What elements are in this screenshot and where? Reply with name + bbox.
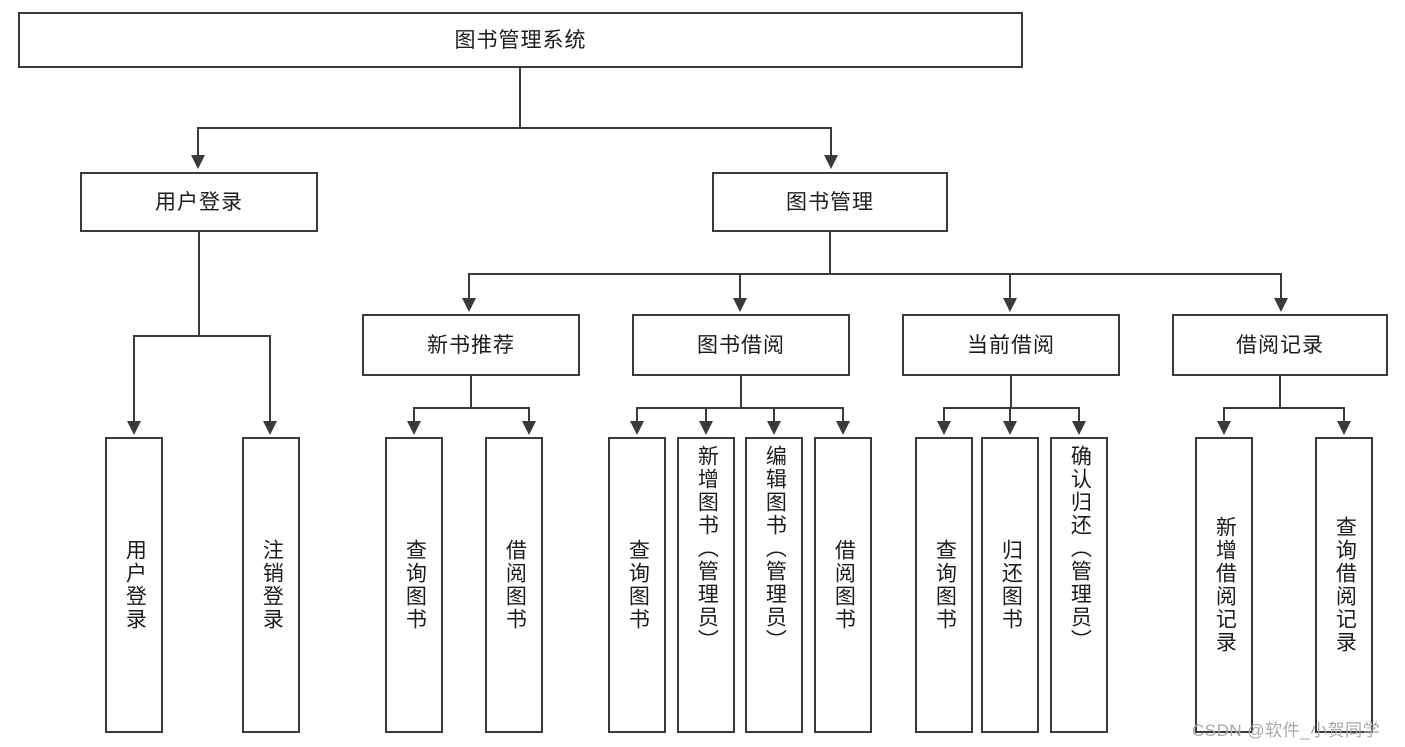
arrow-book-manage-child-2 <box>733 298 747 312</box>
leaf-current-borrow-return-book[interactable]: 归还图书 <box>981 437 1039 733</box>
node-label: 新增借阅记录 <box>1213 516 1237 654</box>
leaf-current-borrow-query-book[interactable]: 查询图书 <box>915 437 973 733</box>
node-label: 图书管理 <box>786 190 874 214</box>
arrow-book-manage-child-4 <box>1274 298 1288 312</box>
arrow-borrow-record-child-2 <box>1337 421 1351 435</box>
node-label: 新书推荐 <box>427 333 515 357</box>
arrow-current-borrow-child-1 <box>937 421 951 435</box>
arrow-book-borrow-child-1 <box>630 421 644 435</box>
connector-borrow-record-stem <box>1279 376 1281 408</box>
node-label: 借阅图书 <box>503 539 527 631</box>
connector-user-login-drop-2 <box>269 335 271 423</box>
connector-new-book-stem <box>470 376 472 408</box>
connector-book-manage-drop-1 <box>468 273 470 300</box>
connector-user-login-drop-1 <box>133 335 135 423</box>
connector-new-book-drop-2 <box>528 407 530 423</box>
node-label: 查询图书 <box>626 539 650 631</box>
connector-borrow-record-bus <box>1223 407 1345 409</box>
connector-book-manage-drop-4 <box>1280 273 1282 300</box>
connector-book-borrow-bus <box>636 407 844 409</box>
connector-root-to-book-manage <box>830 127 832 157</box>
connector-user-login-stem <box>198 232 200 336</box>
connector-new-book-drop-1 <box>413 407 415 423</box>
leaf-borrow-record-add-record[interactable]: 新增借阅记录 <box>1195 437 1253 733</box>
node-label: 查询图书 <box>933 539 957 631</box>
leaf-user-login-login[interactable]: 用户登录 <box>105 437 163 733</box>
node-label: 当前借阅 <box>967 333 1055 357</box>
arrow-book-manage-child-1 <box>462 298 476 312</box>
arrow-user-login-child-1 <box>127 421 141 435</box>
connector-current-borrow-drop-1 <box>943 407 945 423</box>
node-current-borrow[interactable]: 当前借阅 <box>902 314 1120 376</box>
arrow-root-to-user-login <box>191 155 205 169</box>
connector-borrow-record-drop-1 <box>1223 407 1225 423</box>
node-label: 借阅图书 <box>832 539 856 631</box>
connector-root-bus <box>197 127 832 129</box>
node-new-book-recommend[interactable]: 新书推荐 <box>362 314 580 376</box>
connector-root-stem <box>519 68 521 128</box>
node-book-borrow[interactable]: 图书借阅 <box>632 314 850 376</box>
watermark-text: CSDN @软件_小贺同学 <box>1192 721 1381 740</box>
connector-user-login-bus <box>133 335 270 337</box>
node-label: 用户登录 <box>123 539 147 631</box>
connector-book-borrow-drop-4 <box>842 407 844 423</box>
arrow-book-borrow-child-2 <box>699 421 713 435</box>
connector-current-borrow-drop-2 <box>1009 407 1011 423</box>
node-label: 确认归还（管理员） <box>1068 445 1092 652</box>
arrow-book-borrow-child-3 <box>767 421 781 435</box>
node-label: 注销登录 <box>260 539 284 631</box>
connector-borrow-record-drop-2 <box>1343 407 1345 423</box>
node-book-manage[interactable]: 图书管理 <box>712 172 948 232</box>
arrow-root-to-book-manage <box>824 155 838 169</box>
connector-current-borrow-bus <box>943 407 1079 409</box>
leaf-book-borrow-query-book[interactable]: 查询图书 <box>608 437 666 733</box>
node-label: 编辑图书（管理员） <box>763 445 787 652</box>
leaf-user-login-logout[interactable]: 注销登录 <box>242 437 300 733</box>
connector-new-book-bus <box>413 407 529 409</box>
connector-current-borrow-stem <box>1010 376 1012 408</box>
connector-current-borrow-drop-3 <box>1078 407 1080 423</box>
node-label: 归还图书 <box>999 539 1023 631</box>
node-label: 查询借阅记录 <box>1333 516 1357 654</box>
arrow-current-borrow-child-3 <box>1072 421 1086 435</box>
node-label: 查询图书 <box>403 539 427 631</box>
connector-book-manage-drop-2 <box>739 273 741 300</box>
connector-book-manage-bus <box>468 273 1282 275</box>
leaf-book-borrow-add-book-admin[interactable]: 新增图书（管理员） <box>677 437 735 733</box>
node-label: 图书借阅 <box>697 333 785 357</box>
arrow-borrow-record-child-1 <box>1217 421 1231 435</box>
arrow-new-book-child-1 <box>407 421 421 435</box>
leaf-book-borrow-edit-book-admin[interactable]: 编辑图书（管理员） <box>745 437 803 733</box>
node-label: 新增图书（管理员） <box>695 445 719 652</box>
node-label: 借阅记录 <box>1236 333 1324 357</box>
arrow-book-manage-child-3 <box>1003 298 1017 312</box>
arrow-book-borrow-child-4 <box>836 421 850 435</box>
arrow-user-login-child-2 <box>263 421 277 435</box>
node-label: 用户登录 <box>155 190 243 214</box>
arrow-current-borrow-child-2 <box>1003 421 1017 435</box>
connector-book-borrow-stem <box>740 376 742 408</box>
node-user-login[interactable]: 用户登录 <box>80 172 318 232</box>
leaf-book-borrow-borrow-book[interactable]: 借阅图书 <box>814 437 872 733</box>
node-root-system[interactable]: 图书管理系统 <box>18 12 1023 68</box>
arrow-new-book-child-2 <box>522 421 536 435</box>
connector-book-manage-drop-3 <box>1009 273 1011 300</box>
connector-book-borrow-drop-3 <box>773 407 775 423</box>
leaf-new-book-query-book[interactable]: 查询图书 <box>385 437 443 733</box>
connector-root-to-user-login <box>197 127 199 157</box>
leaf-current-borrow-confirm-return-admin[interactable]: 确认归还（管理员） <box>1050 437 1108 733</box>
connector-book-borrow-drop-2 <box>705 407 707 423</box>
connector-book-borrow-drop-1 <box>636 407 638 423</box>
node-borrow-record[interactable]: 借阅记录 <box>1172 314 1388 376</box>
connector-book-manage-stem <box>829 232 831 274</box>
node-label: 图书管理系统 <box>454 28 587 52</box>
leaf-borrow-record-query-record[interactable]: 查询借阅记录 <box>1315 437 1373 733</box>
leaf-new-book-borrow-book[interactable]: 借阅图书 <box>485 437 543 733</box>
